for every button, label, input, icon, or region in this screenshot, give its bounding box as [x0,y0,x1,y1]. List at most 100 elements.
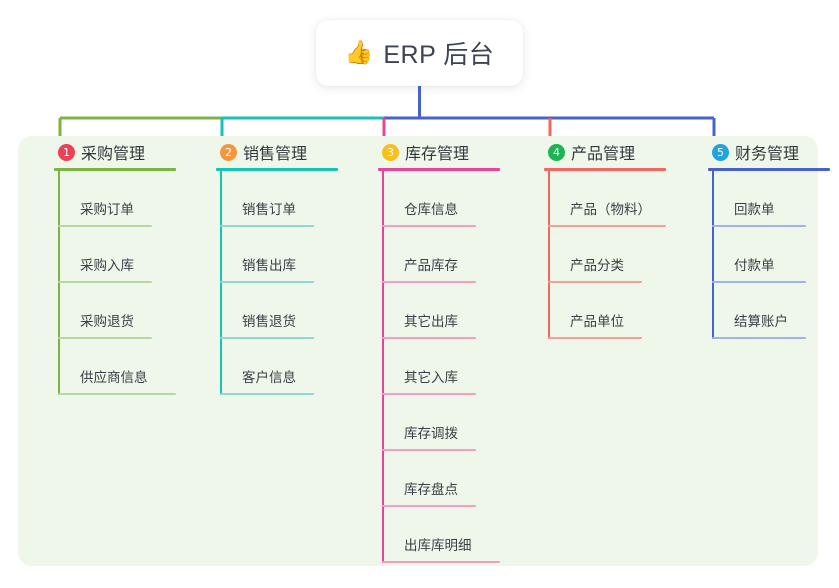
leaf-rule [712,337,806,339]
leaf-label: 销售退货 [242,314,296,329]
leaf-node[interactable]: 其它入库 [382,339,520,395]
leaf-node[interactable]: 库存盘点 [382,451,520,507]
branch-body-5: 回款单付款单结算账户 [712,171,839,339]
leaf-rule [712,281,806,283]
branch-rule-3 [378,168,500,171]
leaf-rule [382,393,476,395]
leaf-node[interactable]: 销售订单 [220,171,358,227]
leaf-label: 产品单位 [570,314,624,329]
branch-title-4: 产品管理 [571,146,636,163]
leaf-label: 回款单 [734,202,775,217]
branch-body-3: 仓库信息产品库存其它出库其它入库库存调拨库存盘点出库库明细 [382,171,520,563]
leaf-node[interactable]: 产品库存 [382,227,520,283]
branch-column-1: 1 采购管理采购订单采购入库采购退货供应商信息 [36,136,196,395]
leaf-node[interactable]: 付款单 [712,227,839,283]
leaf-label: 其它出库 [404,314,458,329]
branch-spine-3 [382,171,384,563]
leaf-label: 供应商信息 [80,370,148,385]
leaf-node[interactable]: 回款单 [712,171,839,227]
root-node[interactable]: 👍 ERP 后台 [316,20,523,86]
leaf-rule [58,337,152,339]
branch-rule-2 [216,168,338,171]
leaf-rule [382,561,500,563]
leaf-node[interactable]: 结算账户 [712,283,839,339]
branch-title-2: 销售管理 [243,146,308,163]
leaf-label: 产品库存 [404,258,458,273]
branch-title-3: 库存管理 [405,146,470,163]
leaf-rule [220,393,314,395]
leaf-rule [712,225,806,227]
leaf-rule [548,337,642,339]
leaf-label: 销售出库 [242,258,296,273]
leaf-label: 库存调拨 [404,426,458,441]
branch-body-2: 销售订单销售出库销售退货客户信息 [220,171,358,395]
leaf-rule [58,225,152,227]
leaf-label: 付款单 [734,258,775,273]
branch-rule-5 [708,168,830,171]
leaf-node[interactable]: 库存调拨 [382,395,520,451]
leaf-rule [220,281,314,283]
branch-spine-4 [548,171,550,339]
branch-spine-2 [220,171,222,395]
branch-badge-2: 2 [220,143,237,161]
leaf-node[interactable]: 采购退货 [58,283,196,339]
leaf-rule [382,281,476,283]
branch-title-1: 采购管理 [81,146,146,163]
leaf-rule [548,225,666,227]
branch-body-4: 产品（物料） 产品分类产品单位 [548,171,686,339]
leaf-rule [220,337,314,339]
leaf-label: 出库库明细 [404,538,472,553]
branch-rule-4 [544,168,666,171]
leaf-node[interactable]: 出库库明细 [382,507,520,563]
branch-header-1[interactable]: 1 采购管理 [36,136,196,168]
leaf-label: 产品（物料） [570,202,651,217]
leaf-node[interactable]: 产品分类 [548,227,686,283]
branch-header-2[interactable]: 2 销售管理 [198,136,358,168]
leaf-label: 库存盘点 [404,482,458,497]
leaf-node[interactable]: 仓库信息 [382,171,520,227]
leaf-label: 销售订单 [242,202,296,217]
leaf-node[interactable]: 采购订单 [58,171,196,227]
leaf-node[interactable]: 供应商信息 [58,339,196,395]
branch-column-5: 5 财务管理回款单付款单结算账户 [690,136,839,339]
thumbs-up-icon: 👍 [344,38,374,65]
leaf-node[interactable]: 产品（物料） [548,171,686,227]
leaf-node[interactable]: 产品单位 [548,283,686,339]
leaf-label: 其它入库 [404,370,458,385]
branch-header-4[interactable]: 4 产品管理 [526,136,686,168]
diagram-canvas [18,136,818,566]
branch-column-4: 4 产品管理产品（物料） 产品分类产品单位 [526,136,686,339]
leaf-rule [382,225,476,227]
leaf-node[interactable]: 采购入库 [58,227,196,283]
branch-header-5[interactable]: 5 财务管理 [690,136,839,168]
branch-badge-4: 4 [548,143,565,161]
branch-title-5: 财务管理 [735,146,800,163]
leaf-node[interactable]: 其它出库 [382,283,520,339]
branch-spine-5 [712,171,714,339]
branch-spine-1 [58,171,60,395]
leaf-label: 采购订单 [80,202,134,217]
leaf-label: 采购退货 [80,314,134,329]
branch-badge-5: 5 [712,143,729,161]
leaf-node[interactable]: 客户信息 [220,339,358,395]
leaf-rule [382,337,476,339]
leaf-node[interactable]: 销售退货 [220,283,358,339]
leaf-rule [58,281,152,283]
branch-badge-1: 1 [58,143,75,161]
leaf-rule [220,225,314,227]
leaf-rule [58,393,176,395]
leaf-label: 结算账户 [734,314,788,329]
leaf-rule [382,505,476,507]
leaf-label: 产品分类 [570,258,624,273]
root-node-label: ERP 后台 [383,41,495,69]
branch-body-1: 采购订单采购入库采购退货供应商信息 [58,171,196,395]
branch-columns: 1 采购管理采购订单采购入库采购退货供应商信息 2 销售管理销售订单销售出库销售退货客… [18,136,830,566]
leaf-label: 采购入库 [80,258,134,273]
leaf-node[interactable]: 销售出库 [220,227,358,283]
leaf-rule [548,281,642,283]
leaf-rule [382,449,476,451]
branch-column-2: 2 销售管理销售订单销售出库销售退货客户信息 [198,136,358,395]
branch-rule-1 [54,168,176,171]
